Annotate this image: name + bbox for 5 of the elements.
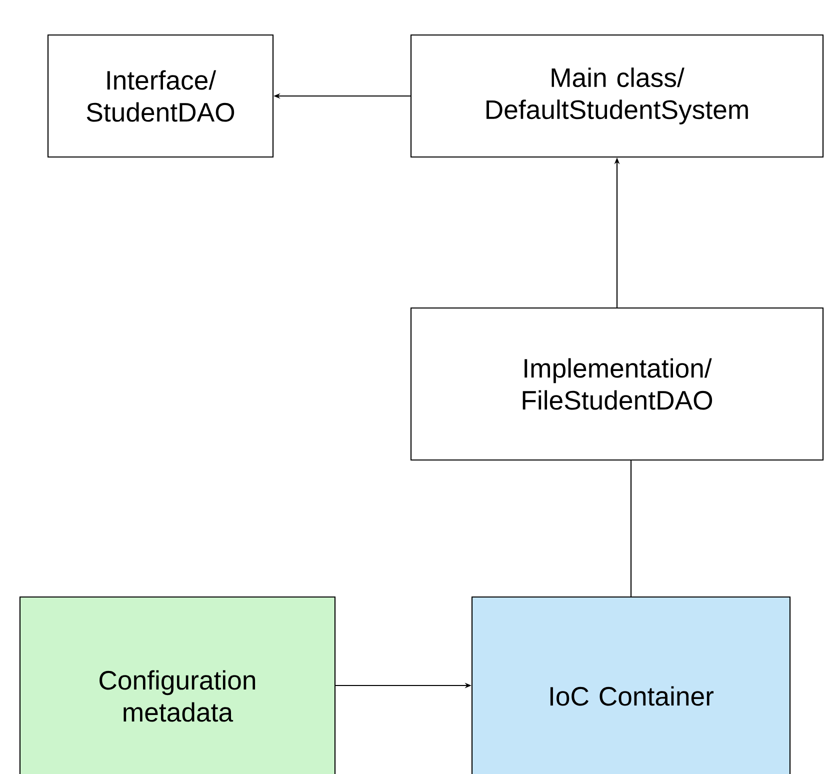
box: Configuration metadata (19, 596, 336, 774)
box: Main class/ DefaultStudentSystem (410, 34, 824, 158)
box: IoC Container (471, 596, 791, 774)
box: Interface/ StudentDAO (47, 34, 274, 158)
box: Implementation/ FileStudentDAO (410, 307, 824, 461)
